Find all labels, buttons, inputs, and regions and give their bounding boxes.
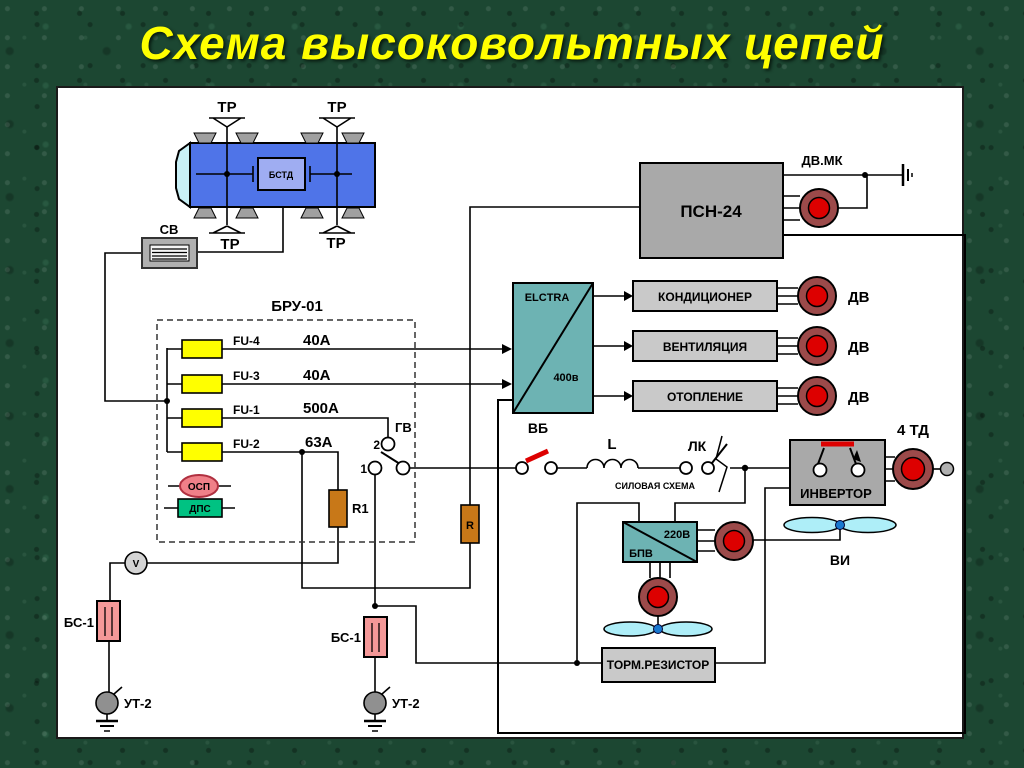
osp-lamp: ОСП: [168, 474, 231, 498]
resistor-r: R: [460, 504, 480, 544]
fuse-name: FU-2: [233, 437, 260, 451]
fuse-name: FU-1: [233, 403, 260, 417]
fuse-rating: 63A: [305, 434, 333, 451]
elctra-label: ELCTRA: [525, 292, 570, 304]
pantograph-icon: [209, 117, 355, 234]
vi-label: ВИ: [830, 552, 850, 568]
gv-contact-1: 1: [360, 462, 367, 476]
gv-contact-2: 2: [373, 438, 380, 452]
fuse-rating: 40A: [303, 367, 331, 384]
invertor-unit: ИНВЕРТОР: [789, 439, 886, 506]
sv-filter: СВ: [141, 222, 198, 269]
sv-label: СВ: [160, 222, 179, 237]
fuse-fu4: FU-4 40A: [181, 332, 331, 359]
motor-bpv-right: [714, 521, 754, 561]
ventilation-label: ВЕНТИЛЯЦИЯ: [663, 340, 747, 354]
consumer-conditioner: КОНДИЦИОНЕР ДВ: [632, 276, 870, 316]
dv-label: ДВ: [848, 389, 870, 406]
fuse-fu2: FU-2 63A: [181, 434, 333, 462]
vb-breaker: ВБ: [515, 420, 558, 475]
tr-label: ТР: [326, 235, 345, 252]
bru-01-unit: БРУ-01 FU-4 40A FU-3 40A FU-1 500A FU-2 …: [156, 298, 416, 543]
bru-title: БРУ-01: [271, 298, 323, 315]
bpv-fan: [603, 621, 713, 637]
lk-contactor: ЛК: [679, 435, 728, 493]
bs1-label: БС-1: [331, 630, 361, 645]
motor-dv-mk: [799, 188, 839, 228]
motor-bpv-bottom: [638, 577, 678, 617]
vb-label: ВБ: [528, 420, 548, 436]
bpv-voltage: 220В: [664, 529, 690, 541]
elctra-voltage: 400в: [553, 372, 578, 384]
bs1-right: БС-1: [331, 616, 388, 658]
osp-label: ОСП: [188, 482, 210, 493]
tr-label: ТР: [220, 236, 239, 253]
ut2-right: УТ-2: [363, 686, 420, 732]
fuse-fu1: FU-1 500A: [181, 400, 339, 428]
inductor-l: L: [586, 436, 639, 469]
vi-fan: ВИ: [783, 516, 897, 568]
page-title: Схема высоковольтных цепей: [139, 17, 885, 69]
train-car: БСТД ТР ТР ТР ТР: [175, 99, 376, 253]
resistor-r1: R1: [328, 489, 369, 528]
voltmeter: V: [124, 551, 148, 575]
heating-label: ОТОПЛЕНИЕ: [667, 390, 743, 404]
consumer-ventilation: ВЕНТИЛЯЦИЯ ДВ: [632, 326, 870, 366]
voltmeter-label: V: [133, 559, 140, 570]
fuse-name: FU-4: [233, 334, 260, 348]
tr-label: ТР: [217, 99, 236, 116]
fuse-name: FU-3: [233, 369, 260, 383]
fuse-rating: 500A: [303, 400, 339, 417]
fuse-rating: 40A: [303, 332, 331, 349]
r-label: R: [466, 520, 474, 532]
car-front: [175, 141, 191, 209]
silovaya-schema-label: СИЛОВАЯ СХЕМА: [615, 481, 695, 491]
dv-label: ДВ: [848, 289, 870, 306]
consumer-heating: ОТОПЛЕНИЕ ДВ: [632, 376, 870, 416]
tr-label: ТР: [327, 99, 346, 116]
psn-24-unit: ПСН-24 ДВ.МК: [639, 153, 913, 259]
ground-icon: [96, 714, 118, 732]
4td-label: 4 ТД: [897, 422, 929, 439]
torm-rezistor: ТОРМ.РЕЗИСТОР: [601, 647, 716, 683]
wires: [104, 172, 966, 734]
torm-label: ТОРМ.РЕЗИСТОР: [607, 658, 709, 672]
lk-label: ЛК: [688, 438, 707, 454]
gv-label: ГВ: [395, 420, 412, 435]
dv-label: ДВ: [848, 339, 870, 356]
dps-sensor: ДПС: [164, 498, 235, 518]
r1-label: R1: [352, 501, 369, 516]
bs1-left: БС-1: [64, 600, 121, 642]
psn-label: ПСН-24: [680, 202, 742, 221]
flow-arrows: [502, 291, 633, 401]
conditioner-label: КОНДИЦИОНЕР: [658, 290, 752, 304]
elctra-converter: ELCTRA 400в: [512, 282, 594, 414]
schematic-canvas: БСТД ТР ТР ТР ТР СВ БРУ-01 FU-4 40A FU-3…: [56, 86, 966, 739]
bstd-label: БСТД: [269, 170, 294, 180]
bs1-label: БС-1: [64, 615, 94, 630]
dps-label: ДПС: [189, 504, 211, 515]
motor-4td: 4 ТД: [892, 422, 955, 490]
ut2-label: УТ-2: [392, 696, 420, 711]
ut2-label: УТ-2: [124, 696, 152, 711]
ground-icon: [364, 714, 386, 732]
invertor-label: ИНВЕРТОР: [800, 486, 872, 501]
bpv-unit: 220В БПВ: [603, 521, 754, 637]
fuse-fu3: FU-3 40A: [181, 367, 331, 394]
ut2-left: УТ-2: [95, 686, 152, 732]
bstd-box: [257, 157, 306, 191]
insulator-icon: [193, 132, 365, 219]
ground-icon: [901, 164, 913, 186]
dv-mk-label: ДВ.МК: [801, 153, 842, 168]
gv-switch: ГВ 2 1: [360, 420, 411, 476]
l-label: L: [607, 436, 616, 453]
bpv-label: БПВ: [629, 548, 653, 560]
